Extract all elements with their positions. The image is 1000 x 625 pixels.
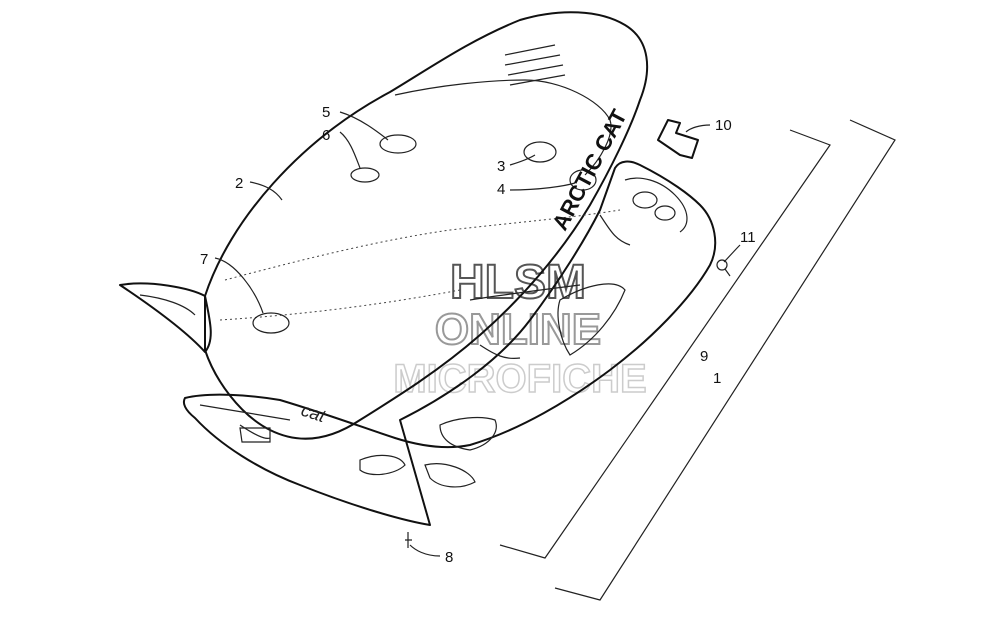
seat-base — [182, 160, 717, 526]
callout-11: 11 — [740, 229, 756, 246]
callout-9: 9 — [700, 348, 708, 365]
seat-base-hollow-left — [359, 454, 406, 476]
seat-base-hollow-right — [424, 463, 476, 488]
seat-base-recess-3 — [469, 284, 581, 301]
leader-11 — [723, 244, 741, 263]
leader-3 — [509, 154, 536, 166]
callout-2: 2 — [235, 175, 243, 192]
seat-logo-text: ARCTIC CAT — [547, 105, 632, 234]
seat-cushion-outline — [204, 11, 649, 440]
seat-base-channel — [599, 214, 631, 246]
seat-assembly — [119, 11, 649, 440]
small-parts — [252, 119, 731, 548]
callout-5: 5 — [322, 104, 330, 121]
assembly-brackets — [499, 119, 896, 601]
seat-rear-cover-lines — [504, 44, 566, 86]
watermark-line-1: HLSM — [450, 256, 586, 309]
callout-4: 4 — [497, 181, 505, 198]
part-4-knob — [569, 169, 597, 191]
leader-lines — [214, 111, 741, 557]
part-11-screw — [716, 259, 728, 271]
leader-6 — [339, 131, 361, 169]
part-5-pad — [379, 134, 417, 154]
part-10-bracket — [657, 119, 699, 159]
part-7-pad — [252, 312, 290, 334]
seat-base-recess-4 — [479, 344, 521, 360]
leader-10 — [685, 124, 711, 133]
callout-6: 6 — [322, 127, 330, 144]
callout-1: 1 — [713, 370, 721, 387]
seat-base-outline — [182, 160, 717, 526]
watermark: HLSM ONLINE MICROFICHE — [393, 255, 648, 402]
seat-seam-2 — [219, 289, 461, 321]
front-logo-script: cat — [299, 400, 329, 427]
leader-5 — [339, 111, 389, 141]
seat-base-recess-2 — [557, 283, 626, 356]
seat-left-flap-inner — [139, 294, 196, 316]
bracket-part-1 — [554, 119, 896, 601]
seat-base-recess-1 — [439, 416, 497, 451]
latch-mount — [632, 191, 658, 209]
leader-7 — [214, 257, 264, 314]
leader-2 — [249, 181, 283, 201]
bracket-part-9 — [499, 129, 831, 559]
watermark-line-3: MICROFICHE — [393, 357, 646, 401]
part-3-bumper — [523, 141, 557, 163]
part-8-rivet — [405, 532, 412, 548]
seat-left-flap — [119, 282, 212, 353]
seat-base-front-lip — [199, 404, 291, 440]
seat-rear-hump — [394, 79, 612, 176]
leader-4 — [509, 182, 576, 191]
callout-10: 10 — [715, 117, 732, 134]
part-6-pad — [350, 167, 380, 183]
watermark-line-2: ONLINE — [435, 305, 601, 354]
latch-bracket — [624, 177, 688, 233]
seat-seam-1 — [224, 209, 621, 281]
leader-8 — [409, 544, 441, 557]
part-11-screw-shank — [724, 268, 731, 277]
callout-3: 3 — [497, 158, 505, 175]
callout-8: 8 — [445, 549, 453, 566]
front-grab — [239, 427, 271, 443]
latch-boss — [654, 205, 676, 221]
callouts: 1 2 3 4 5 6 7 8 9 10 11 — [200, 104, 756, 566]
callout-7: 7 — [200, 251, 208, 268]
